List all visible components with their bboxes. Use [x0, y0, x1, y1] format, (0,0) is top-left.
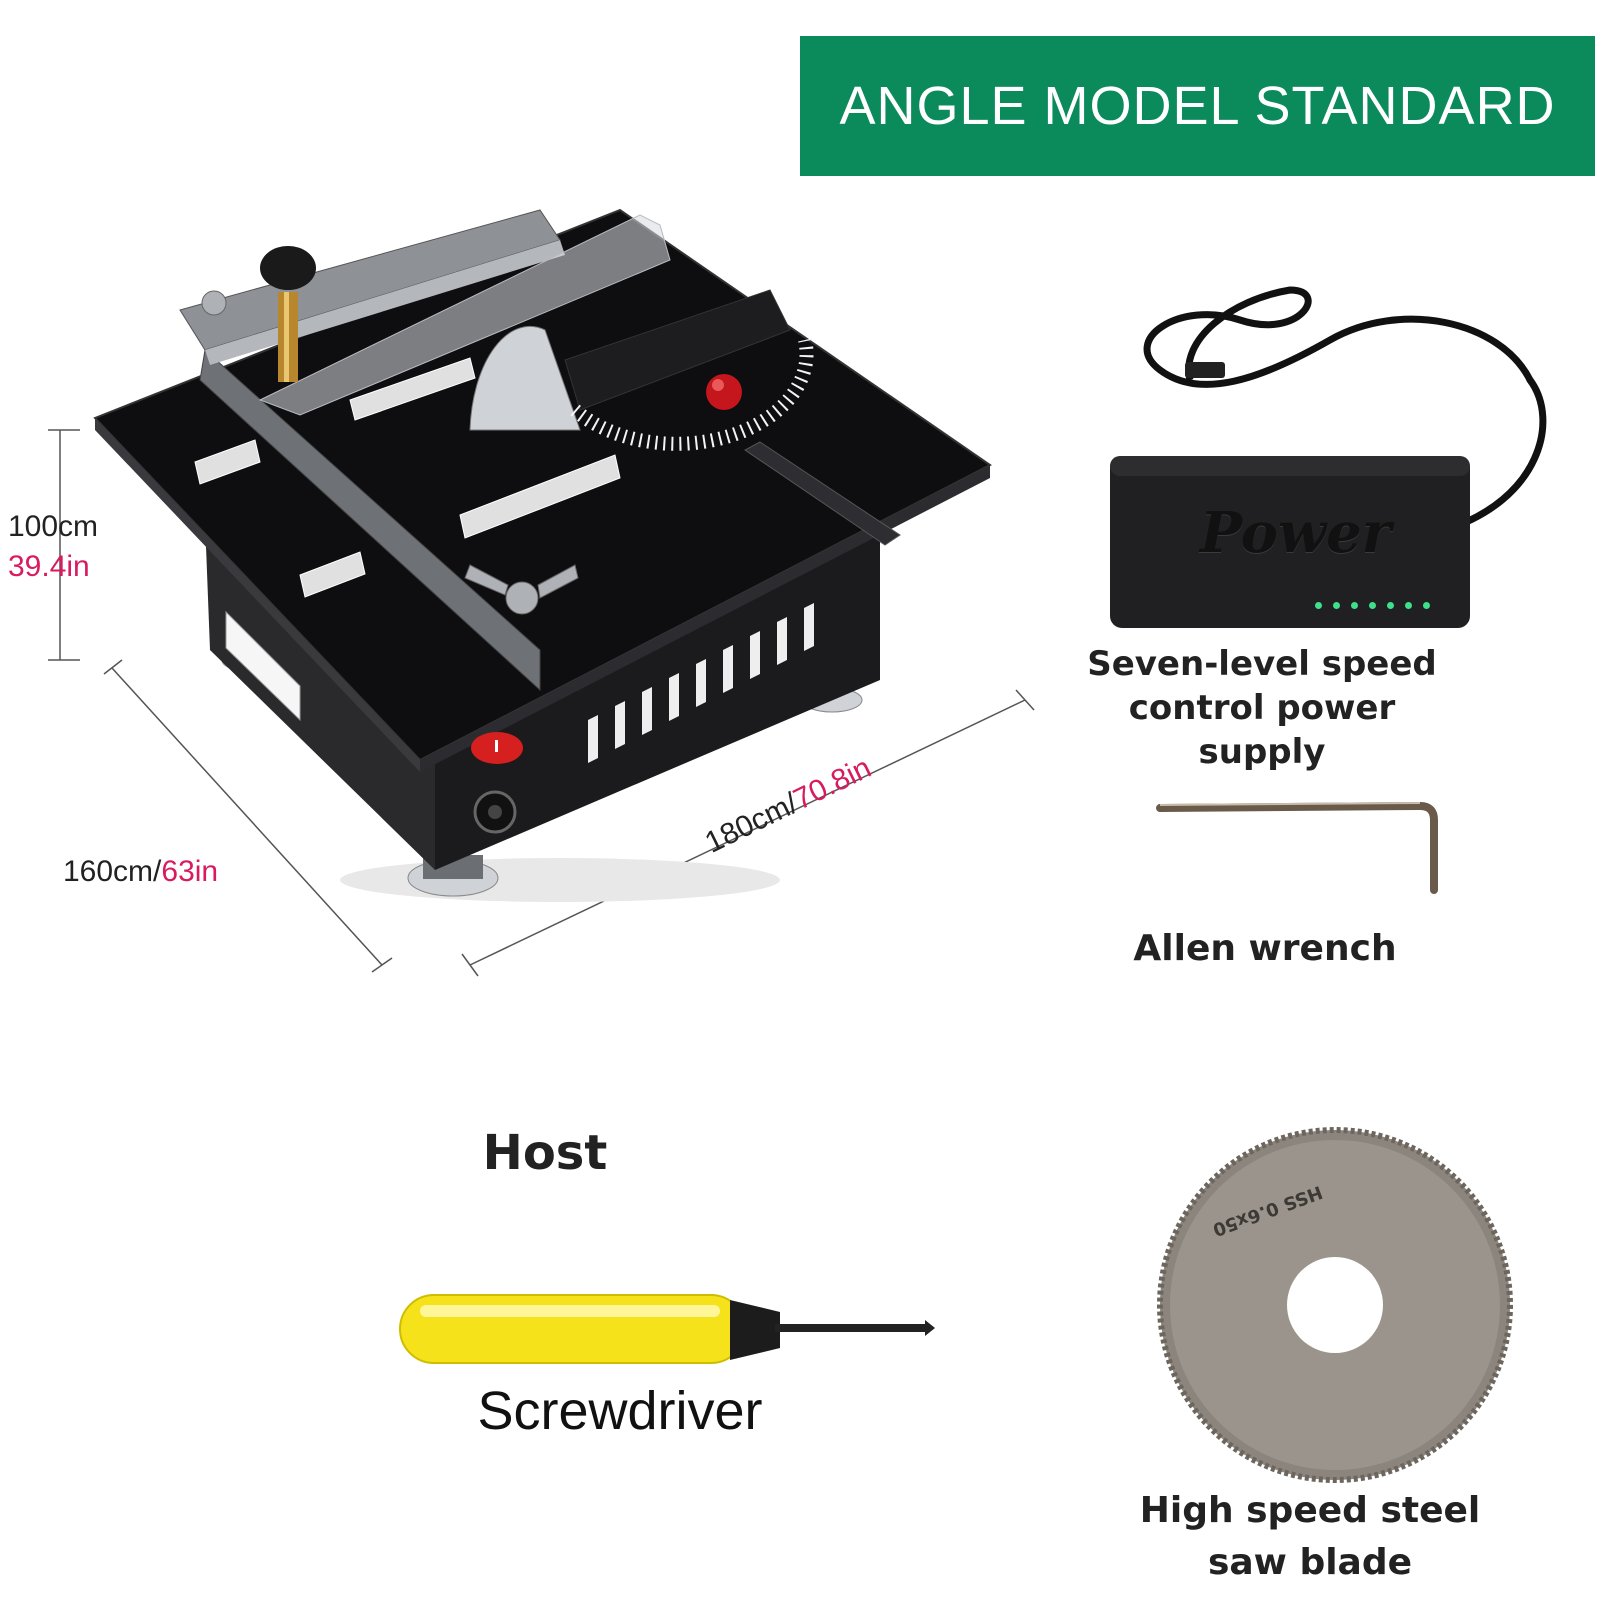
dimension-lines [48, 429, 1035, 977]
screwdriver-label: Screwdriver [477, 1381, 763, 1441]
depth-label: 160cm/63in [63, 855, 218, 889]
speed-led-row [1315, 602, 1430, 609]
allen-wrench-illustration [1156, 801, 1438, 894]
saw-blade-label-line1: High speed steel [1139, 1490, 1481, 1531]
saw-blade-illustration [1157, 1127, 1513, 1483]
led-icon [1315, 602, 1322, 609]
table-saw [93, 208, 992, 902]
depth-in-label: 63in [161, 855, 219, 888]
power-supply-illustration [1110, 286, 1547, 628]
allen-wrench-label: Allen wrench [1133, 928, 1397, 969]
model-banner: ANGLE MODEL STANDARD [800, 36, 1595, 176]
power-supply-label: Seven-level speed control power supply [1082, 642, 1442, 774]
saw-blade-label: High speed steel saw blade [1120, 1485, 1500, 1589]
height-cm-label: 100cm [8, 510, 99, 543]
host-label: Host [482, 1125, 608, 1181]
screwdriver-illustration [399, 1294, 935, 1364]
height-in-label: 39.4in [8, 550, 90, 583]
led-icon [1405, 602, 1412, 609]
power-brand-text: Power [1200, 500, 1392, 566]
led-icon [1423, 602, 1430, 609]
power-supply-label-line1: Seven-level speed [1087, 644, 1437, 684]
led-icon [1333, 602, 1340, 609]
saw-blade-label-line2: saw blade [1207, 1542, 1413, 1583]
power-supply-label-line2: control power supply [1128, 688, 1396, 772]
led-icon [1387, 602, 1394, 609]
led-icon [1351, 602, 1358, 609]
depth-cm-label: 160cm/ [63, 855, 162, 888]
led-icon [1369, 602, 1376, 609]
